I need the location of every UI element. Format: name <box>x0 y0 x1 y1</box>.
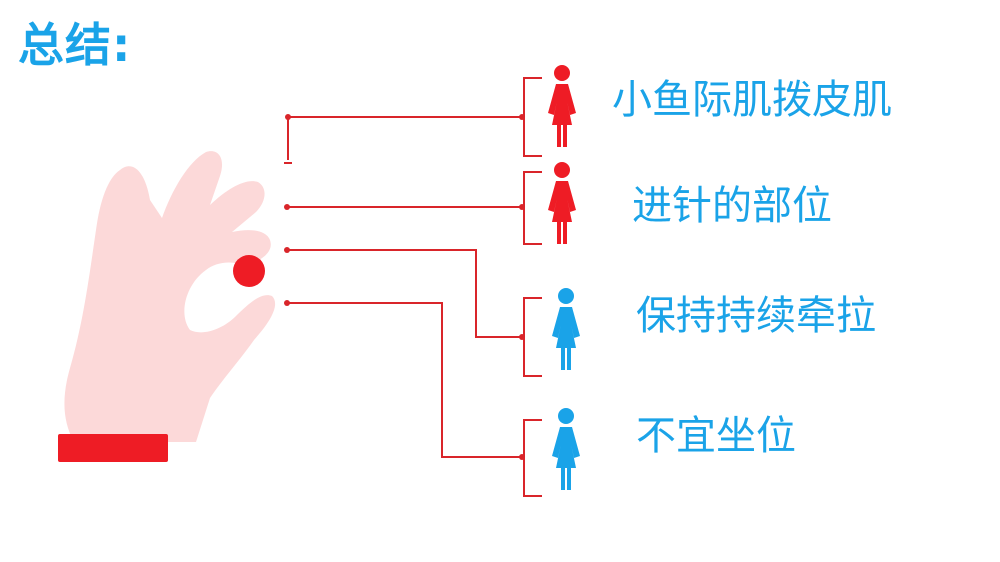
figures <box>548 65 580 490</box>
dot-end-4 <box>519 454 525 460</box>
endpoint-dots <box>284 114 525 460</box>
item-label-3: 保持持续牵拉 <box>636 293 876 339</box>
woman-icon <box>548 65 576 147</box>
dot-start-2 <box>284 204 290 210</box>
woman-icon <box>552 408 580 490</box>
connector-lines <box>284 116 520 458</box>
pinch-point <box>233 255 265 287</box>
dot-start-4 <box>284 300 290 306</box>
hand-illustration <box>58 151 276 462</box>
dot-end-1 <box>519 114 525 120</box>
bracket-3 <box>523 297 542 377</box>
sleeve-cuff <box>58 434 168 462</box>
dot-start-3 <box>284 247 290 253</box>
dot-start-1 <box>285 114 291 120</box>
dot-end-3 <box>519 334 525 340</box>
woman-icon <box>552 288 580 370</box>
hand-shape <box>64 151 276 442</box>
dot-end-2 <box>519 204 525 210</box>
connector-line-3 <box>287 249 520 338</box>
bracket-2 <box>523 171 542 245</box>
page-title: 总结: <box>18 18 132 72</box>
bracket-1 <box>523 77 542 157</box>
connector-line-4 <box>287 302 520 458</box>
bracket-4 <box>523 419 542 497</box>
item-label-1: 小鱼际肌拨皮肌 <box>612 77 892 123</box>
item-label-2: 进针的部位 <box>632 183 832 229</box>
woman-icon <box>548 162 576 244</box>
brackets <box>523 77 542 497</box>
item-label-4: 不宜坐位 <box>636 413 796 459</box>
